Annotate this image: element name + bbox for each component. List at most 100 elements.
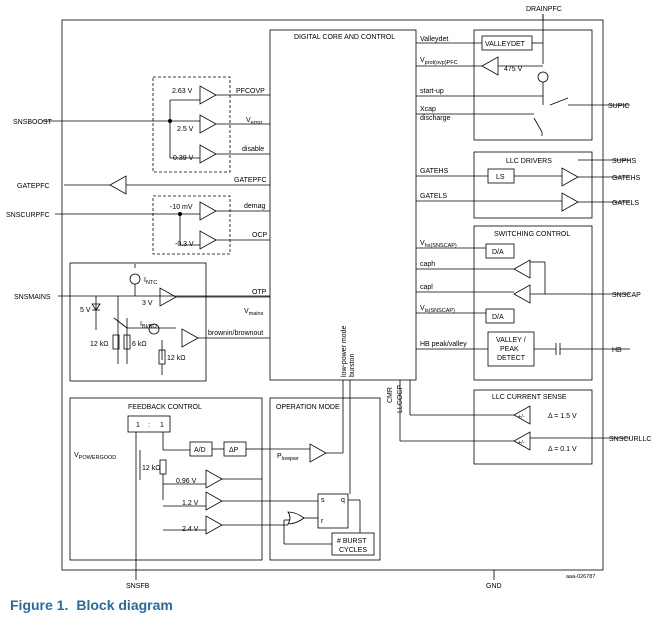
core-title: DIGITAL CORE AND CONTROL (294, 34, 395, 41)
mains-r12a: 12 kΩ (90, 341, 108, 348)
llc-drivers-block (473, 151, 593, 219)
cs-d01: Δ = 0.1 V (548, 446, 577, 453)
fb-vpg: VPOWERGOOD (74, 452, 116, 461)
mains-block (69, 262, 207, 382)
comparator-brownin (181, 328, 199, 348)
valley-line1: VALLEY / (496, 337, 526, 344)
sig-xcap: Xcap (420, 106, 436, 113)
pfc-v039: 0.39 V (173, 155, 194, 162)
sr-latch (317, 493, 349, 529)
sig-caph: caph (420, 261, 435, 268)
comparator-12 (205, 491, 223, 511)
comparator-otp (159, 287, 177, 307)
sig-vmains: Vmains (244, 308, 264, 317)
figure-number: Figure 1. (10, 597, 69, 613)
comparator-capl (513, 284, 531, 304)
comparator-ocp (199, 230, 217, 250)
figure-title: Block diagram (76, 597, 173, 613)
llc-drivers-title: LLC DRIVERS (506, 158, 552, 165)
mains-intc: INTC (144, 277, 157, 286)
figure-caption: Figure 1. Block diagram (10, 597, 181, 613)
doc-id: aaa-026787 (566, 574, 595, 580)
operation-mode-block (269, 397, 381, 561)
sig-demag: demag (244, 203, 266, 210)
pin-snscap: SNSCAP (612, 292, 641, 299)
pin-snsmains: SNSMAINS (14, 294, 51, 301)
or-gate (287, 511, 305, 525)
pin-gatepfc: GATEPFC (17, 183, 50, 190)
comparator-24 (205, 515, 223, 535)
sig-startup: start-up (420, 88, 444, 95)
comparator-verror (199, 114, 217, 134)
sig-gatels: GATELS (420, 193, 447, 200)
da-box-2 (485, 308, 515, 324)
current-sense-title: LLC CURRENT SENSE (492, 394, 567, 401)
gatels-driver (561, 192, 579, 212)
pin-snsboost: SNSBOOST (13, 119, 53, 126)
sig-llcocp: LLCOCP (397, 385, 404, 413)
sig-verror: Verror (246, 117, 262, 126)
valleydet-block (473, 29, 593, 141)
opmode-title: OPERATION MODE (276, 404, 340, 411)
pfc-v25: 2.5 V (177, 126, 194, 133)
mains-r12b: 12 kΩ (167, 355, 185, 362)
pfc-v263: 2.63 V (172, 88, 193, 95)
current-mirror-box (127, 415, 171, 433)
gatepfc-buffer (109, 175, 127, 195)
opmode-plow: Plowpwr (277, 453, 299, 462)
sig-disable: disable (242, 146, 264, 153)
sig-lowpower: low-power mode (341, 326, 348, 377)
cs-pm2: +/- (518, 440, 525, 446)
cs-pm1: +/- (518, 414, 525, 420)
pin-gatehs: GATEHS (612, 175, 641, 182)
pin-gatels: GATELS (612, 200, 639, 207)
feedback-title: FEEDBACK CONTROL (128, 404, 202, 411)
da-box-1 (485, 243, 515, 259)
pin-gnd: GND (486, 583, 502, 590)
fb-ratio2: 1 (160, 422, 164, 429)
gatehs-driver (561, 167, 579, 187)
opmode-r: r (321, 518, 324, 525)
pin-snscurllc: SNSCURLLC (609, 436, 651, 443)
mains-ibibo: IBI/BO (140, 321, 157, 330)
sig-vhs: Vhs(SNSCAP) (420, 240, 457, 249)
pfc-comparator-block (152, 76, 231, 173)
switching-title: SWITCHING CONTROL (494, 231, 570, 238)
comparator-demag (199, 201, 217, 221)
valleydet-label: VALLEYDET (485, 41, 526, 48)
pin-hb: HB (612, 347, 622, 354)
comparator-disable (199, 144, 217, 164)
llc-current-sense-block (473, 389, 593, 465)
comparator-096 (205, 469, 223, 489)
sig-capl: capl (420, 284, 433, 291)
ibibo-current-source (148, 323, 160, 335)
fb-v096: 0.96 V (176, 478, 197, 485)
fb-r12: 12 kΩ (142, 465, 160, 472)
burst-line2: CYCLES (339, 547, 367, 554)
pin-supic: SUPIC (608, 103, 629, 110)
pin-drainpfc: DRAINPFC (526, 6, 562, 13)
comparator-cmr (513, 431, 531, 451)
curpfc-v10m: -10 mV (170, 204, 193, 211)
startup-switch (549, 97, 569, 106)
startup-current-source (537, 71, 549, 83)
sig-burston: burston (349, 354, 356, 377)
sig-vls: Vls(SNSCAP) (420, 305, 455, 314)
fb-v12: 1.2 V (182, 500, 199, 507)
cs-d15: Δ = 1.5 V (548, 413, 577, 420)
pin-snsfb: SNSFB (126, 583, 150, 590)
comparator-pfcovp (199, 85, 217, 105)
curpfc-comparator-block (152, 195, 231, 255)
mains-v3: 3 V (142, 300, 153, 307)
opmode-q: q (341, 497, 345, 504)
ls-label: LS (496, 174, 505, 181)
sig-hb-peak: HB peak/valley (420, 341, 467, 348)
pin-suphs: SUPHS (612, 158, 636, 165)
comparator-plowpwr (309, 443, 327, 463)
sig-otp: OTP (252, 289, 267, 296)
da1-label: D/A (492, 249, 504, 256)
resistor-12k-a (112, 334, 120, 350)
fb-v24: 2.4 V (182, 526, 199, 533)
sig-discharge: discharge (420, 115, 450, 122)
